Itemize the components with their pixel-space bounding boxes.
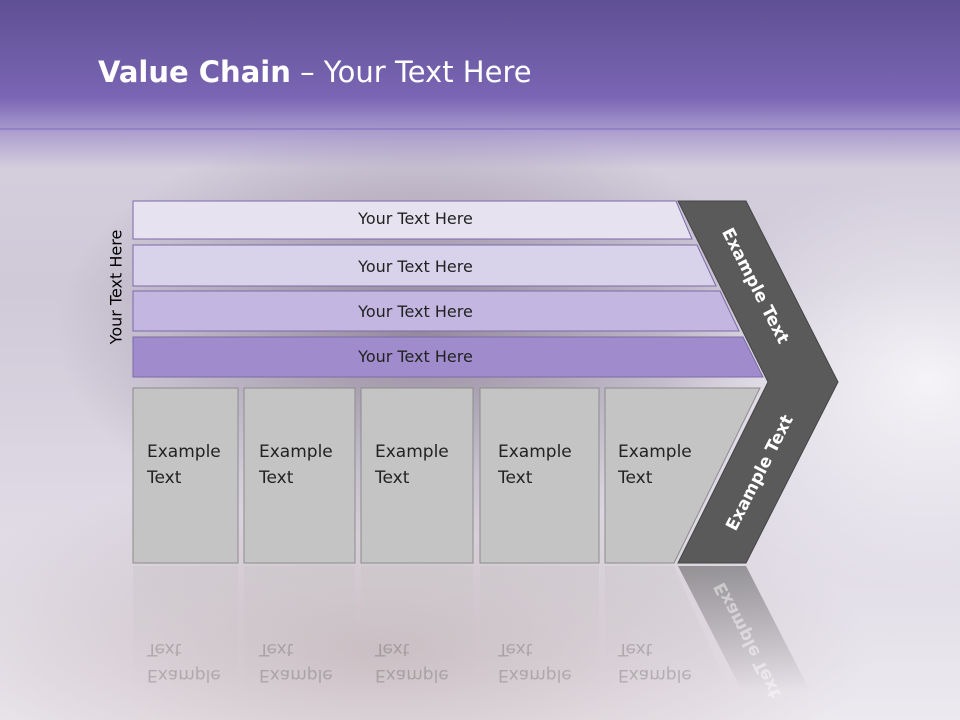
column-5[interactable] xyxy=(604,387,761,564)
column-5-line2: Text xyxy=(618,468,653,488)
column-4-text-reflection: Example Text xyxy=(498,636,572,688)
column-1-line2: Text xyxy=(147,468,182,488)
chevron-arrow[interactable] xyxy=(677,200,839,564)
column-5-text-reflection: Example Text xyxy=(618,636,692,688)
column-4-text: Example Text xyxy=(498,439,572,491)
column-4-line1: Example xyxy=(498,442,572,462)
title-band-fade xyxy=(0,128,960,168)
column-2-reflection-line1: Example xyxy=(259,665,333,685)
column-3-text: Example Text xyxy=(375,439,449,491)
column-3-line2: Text xyxy=(375,468,410,488)
bar-1-label: Your Text Here xyxy=(358,209,473,228)
column-5-text: Example Text xyxy=(618,439,692,491)
title-band xyxy=(0,0,960,130)
column-2-reflection xyxy=(244,566,355,691)
column-1-line1: Example xyxy=(147,442,221,462)
bar-4[interactable] xyxy=(132,336,764,378)
bar-4-label: Your Text Here xyxy=(358,347,473,366)
title-bold: Value Chain xyxy=(98,55,291,89)
column-5-reflection-line1: Example xyxy=(618,665,692,685)
column-1-text-reflection: Example Text xyxy=(147,636,221,688)
column-2[interactable] xyxy=(243,387,356,564)
column-1-reflection-line2: Text xyxy=(147,639,182,659)
column-1-reflection-line1: Example xyxy=(147,665,221,685)
column-5-reflection-line2: Text xyxy=(618,639,653,659)
side-label: Your Text Here xyxy=(106,229,126,345)
column-5-line1: Example xyxy=(618,442,692,462)
column-3-text-reflection: Example Text xyxy=(375,636,449,688)
chevron-reflection xyxy=(678,566,810,691)
column-2-line1: Example xyxy=(259,442,333,462)
column-5-reflection xyxy=(605,566,730,691)
column-3[interactable] xyxy=(360,387,474,564)
column-4-reflection-line2: Text xyxy=(498,639,533,659)
title-rest: – Your Text Here xyxy=(290,55,532,89)
bar-3[interactable] xyxy=(132,290,740,332)
column-2-text-reflection: Example Text xyxy=(259,636,333,688)
slide-title: Value Chain – Your Text Here xyxy=(98,55,532,89)
column-3-reflection-line1: Example xyxy=(375,665,449,685)
bar-2-label: Your Text Here xyxy=(358,257,473,276)
column-4[interactable] xyxy=(479,387,600,564)
column-3-line1: Example xyxy=(375,442,449,462)
column-2-reflection-line2: Text xyxy=(259,639,294,659)
column-1-text: Example Text xyxy=(147,439,221,491)
bar-2[interactable] xyxy=(132,244,717,287)
column-2-text: Example Text xyxy=(259,439,333,491)
bar-3-label: Your Text Here xyxy=(358,302,473,321)
column-3-reflection xyxy=(361,566,473,691)
bar-1[interactable] xyxy=(132,200,693,240)
column-4-reflection xyxy=(480,566,599,691)
column-4-reflection-line1: Example xyxy=(498,665,572,685)
column-1[interactable] xyxy=(132,387,239,564)
column-2-line2: Text xyxy=(259,468,294,488)
column-3-reflection-line2: Text xyxy=(375,639,410,659)
column-1-reflection xyxy=(133,566,238,691)
column-4-line2: Text xyxy=(498,468,533,488)
